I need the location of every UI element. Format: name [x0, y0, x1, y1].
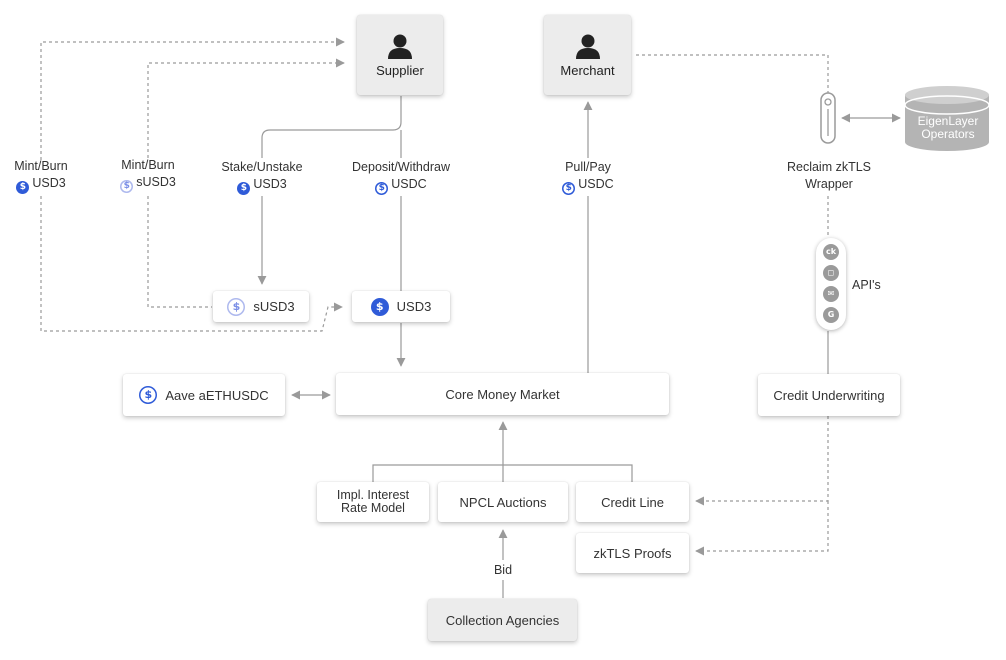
square-icon: ◻ — [823, 265, 839, 281]
edge-underwriting-zktls — [695, 501, 829, 556]
dollar-coin-icon: $ — [120, 180, 134, 193]
npcl-auctions-node[interactable]: NPCL Auctions — [438, 482, 568, 522]
g-icon: G — [823, 307, 839, 323]
eigenlayer-label: EigenLayer Operators — [917, 114, 979, 141]
reclaim-wrapper-icon — [820, 92, 836, 144]
reclaim-wrapper-label: Reclaim zkTLS Wrapper — [786, 160, 872, 191]
mint-burn-usd3-label: Mint/Burn $USD3 — [14, 159, 68, 194]
dollar-coin-icon: $ — [370, 297, 389, 316]
deposit-withdraw-label: Deposit/Withdraw $USDC — [352, 160, 450, 195]
edge-merchant-reclaim — [636, 54, 829, 94]
edge-underwriting-credit-line — [695, 416, 829, 506]
mint-burn-susd3-label: Mint/Burn $sUSD3 — [120, 158, 176, 193]
edge-mint-burn-usd3 — [40, 37, 345, 160]
collection-agencies-node[interactable]: Collection Agencies — [428, 599, 577, 641]
ck-icon: ck — [823, 244, 839, 260]
merchant-node[interactable]: Merchant — [544, 15, 631, 95]
dollar-coin-icon: $ — [227, 297, 246, 316]
dollar-coin-icon: $ — [562, 182, 576, 195]
bid-label: Bid — [493, 563, 513, 577]
merchant-label: Merchant — [560, 62, 615, 78]
dollar-coin-icon: $ — [375, 182, 389, 195]
stake-unstake-label: Stake/Unstake $USD3 — [221, 160, 303, 195]
apis-label: API's — [852, 278, 881, 292]
interest-rate-model-node[interactable]: Impl. Interest Rate Model — [317, 482, 429, 522]
edge-modules-core — [372, 422, 633, 482]
susd3-node[interactable]: $ sUSD3 — [213, 291, 309, 322]
supplier-label: Supplier — [376, 62, 424, 78]
eigenlayer-cylinder-icon — [904, 86, 990, 151]
person-icon — [575, 34, 600, 59]
supplier-node[interactable]: Supplier — [357, 15, 443, 95]
credit-line-node[interactable]: Credit Line — [576, 482, 689, 522]
zktls-proofs-node[interactable]: zkTLS Proofs — [576, 533, 689, 573]
edge-supplier-stem — [261, 96, 402, 158]
aave-node[interactable]: $ Aave aETHUSDC — [123, 374, 285, 416]
edge-mint-burn-susd3 — [147, 58, 345, 158]
credit-underwriting-node[interactable]: Credit Underwriting — [758, 374, 900, 416]
core-money-market-node[interactable]: Core Money Market — [336, 373, 669, 415]
person-icon — [388, 34, 412, 59]
dollar-coin-icon: $ — [139, 386, 158, 404]
pull-pay-label: Pull/Pay $USDC — [550, 159, 626, 195]
dollar-coin-icon: $ — [16, 181, 30, 194]
usd3-node[interactable]: $ USD3 — [352, 291, 450, 322]
dollar-coin-icon: $ — [237, 182, 251, 195]
api-icons-pill: ck ◻ ✉ G — [816, 238, 846, 330]
mail-icon: ✉ — [823, 286, 839, 302]
